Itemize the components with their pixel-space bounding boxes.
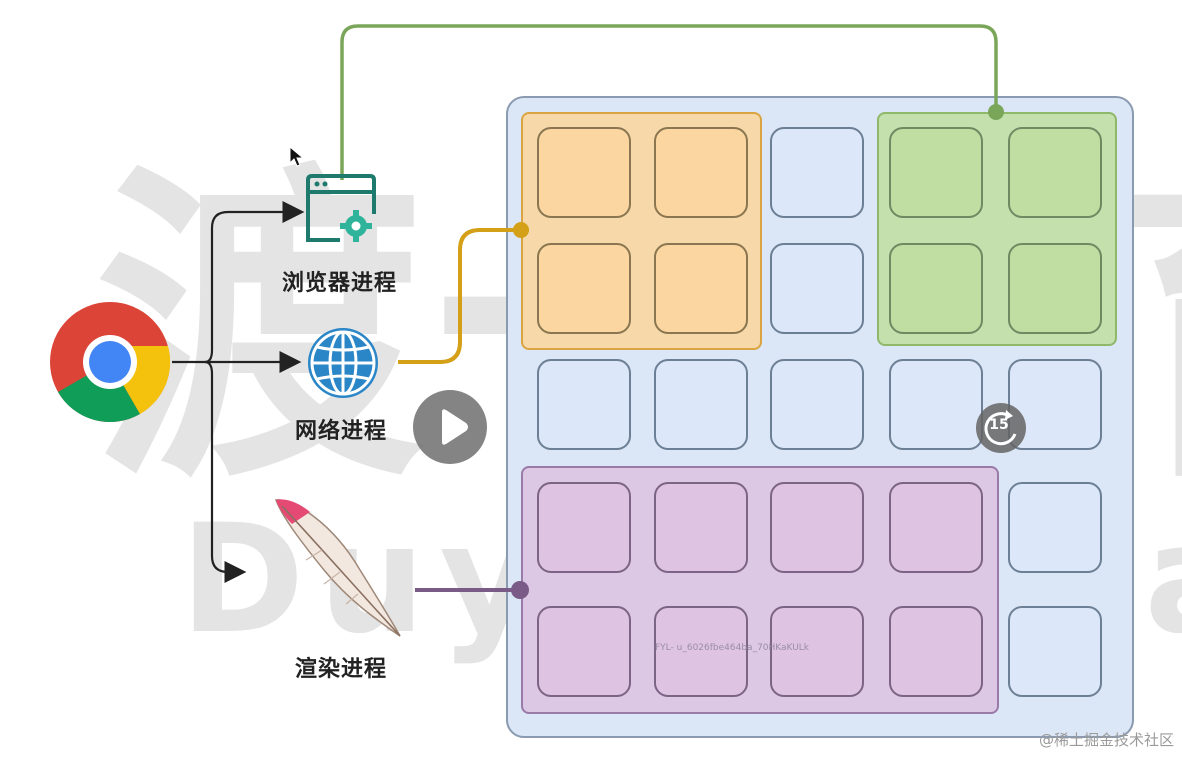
memory-cell [889, 359, 983, 450]
memory-cell [537, 359, 631, 450]
browser-connector-dot [988, 104, 1004, 120]
memory-cell [654, 127, 748, 218]
renderer-process-label: 渲染进程 [295, 657, 388, 682]
network-connector-dot [513, 222, 529, 238]
memory-cell [770, 606, 864, 697]
memory-cell [537, 606, 631, 697]
memory-cell [1008, 482, 1102, 573]
network-connector [398, 228, 520, 364]
cursor-icon [289, 145, 305, 172]
chrome-logo-icon [48, 300, 172, 428]
memory-cell [537, 127, 631, 218]
globe-icon [303, 323, 383, 407]
memory-cell [654, 243, 748, 334]
chrome-arrows [172, 201, 305, 583]
memory-cell [654, 482, 748, 573]
memory-cell [1008, 606, 1102, 697]
memory-cell [889, 606, 983, 697]
memory-cell [770, 243, 864, 334]
memory-cell [770, 482, 864, 573]
memory-cell [1008, 127, 1102, 218]
rewind-seconds-label: 15 [989, 417, 1009, 433]
feather-icon [262, 490, 412, 644]
network-process-label: 网络进程 [295, 419, 388, 444]
play-button[interactable] [413, 390, 487, 464]
play-icon [442, 409, 468, 445]
memory-cell [654, 606, 748, 697]
rewind-15-icon [984, 410, 1017, 446]
memory-cell [889, 243, 983, 334]
memory-cell [889, 127, 983, 218]
renderer-connector-dot [511, 581, 529, 599]
arrow-to-browser [204, 201, 305, 364]
rewind-15-button[interactable]: 15 [976, 403, 1026, 453]
footer-attribution: @稀土掘金技术社区 [1038, 731, 1174, 749]
video-id-text: FYL- u_6026fbe464ba_70HKaKULk [655, 643, 810, 653]
memory-cell [1008, 243, 1102, 334]
memory-cell [654, 359, 748, 450]
browser-connector [340, 24, 998, 180]
browser-window-gear-icon [304, 174, 380, 250]
browser-process-label: 浏览器进程 [282, 271, 398, 296]
memory-cell [537, 482, 631, 573]
memory-cell [537, 243, 631, 334]
arrow-to-renderer [204, 360, 247, 583]
memory-cell [770, 359, 864, 450]
memory-cell [889, 482, 983, 573]
memory-cell [770, 127, 864, 218]
